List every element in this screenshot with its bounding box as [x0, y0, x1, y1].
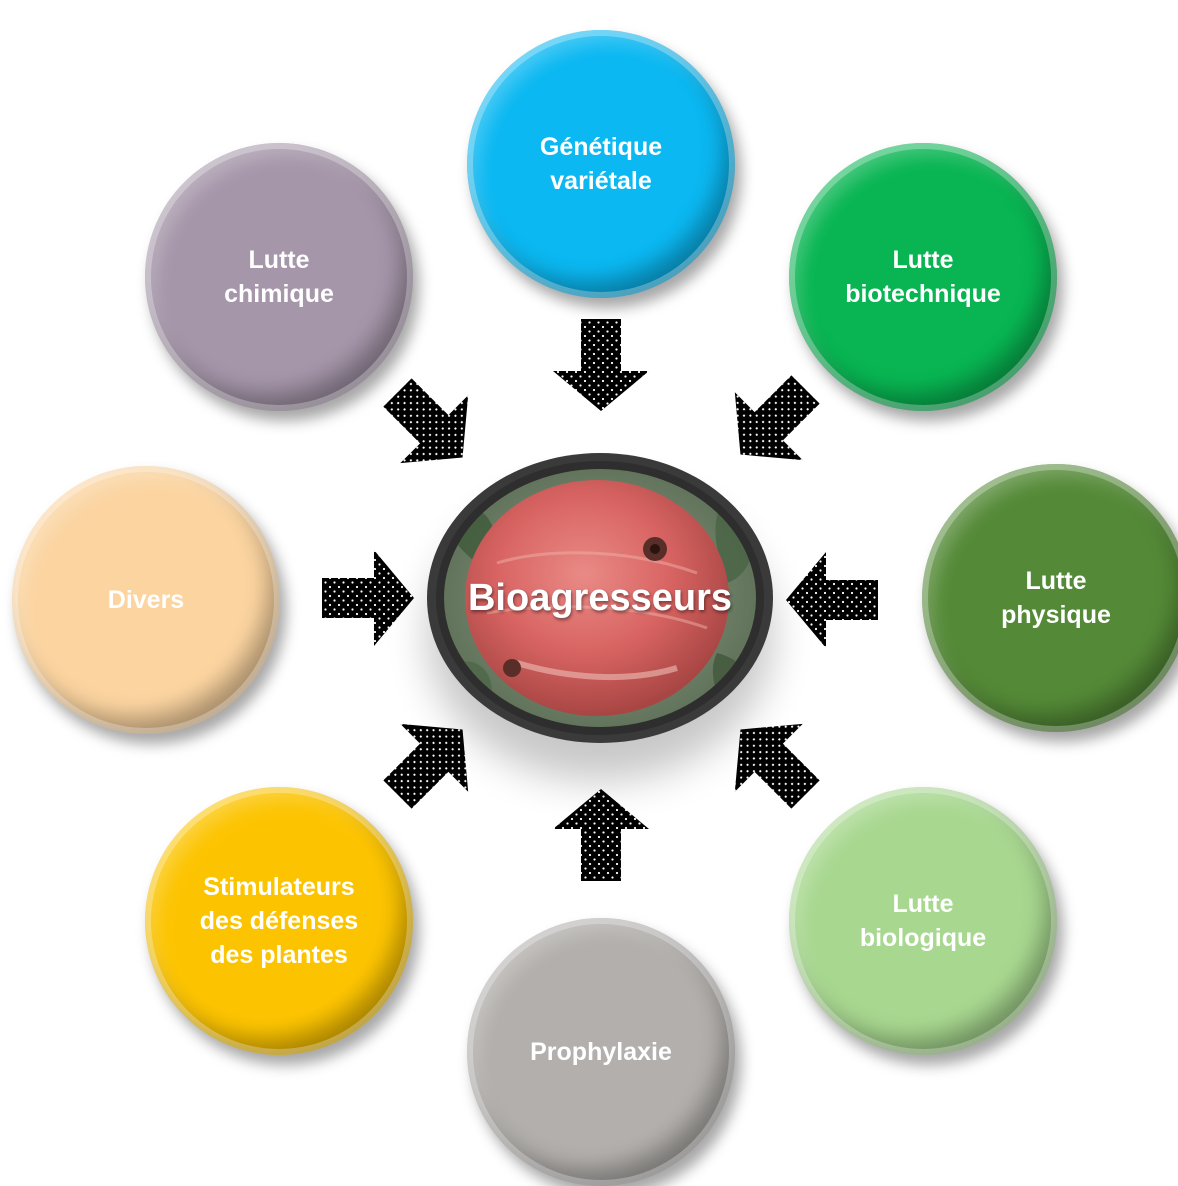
arrow-8	[383, 378, 469, 464]
arrow-3	[786, 552, 878, 648]
arrow-4	[734, 723, 820, 809]
node-label: Divers	[107, 586, 185, 614]
apple-picture	[436, 461, 764, 735]
node-label: Stimulateurs des défenses des plantes	[199, 873, 359, 969]
center-apple-image: Bioagresseurs	[427, 453, 773, 743]
node-genetique-variétale: Génétique variétale	[467, 30, 735, 298]
node-label: Prophylaxie	[530, 1038, 672, 1066]
node-divers: Divers	[12, 466, 280, 734]
node-lutte-chimique: Lutte chimique	[145, 143, 413, 411]
node-label: Lutte physique	[1001, 567, 1111, 629]
arrow-7	[322, 550, 414, 646]
node-stimulateurs: Stimulateurs des défenses des plantes	[145, 787, 413, 1055]
node-label: Lutte biologique	[859, 890, 987, 952]
arrow-1	[553, 319, 649, 411]
node-label: Lutte chimique	[224, 246, 334, 308]
node-lutte-biotechnique: Lutte biotechnique	[789, 143, 1057, 411]
arrow-5	[553, 789, 649, 881]
node-lutte-physique: Lutte physique	[922, 464, 1178, 732]
center-label: Bioagresseurs	[467, 576, 732, 619]
node-prophylaxie: Prophylaxie	[467, 918, 735, 1186]
node-label: Génétique variétale	[539, 133, 663, 195]
arrow-2	[734, 375, 820, 461]
arrow-6	[383, 723, 469, 809]
node-lutte-biologique: Lutte biologique	[789, 787, 1057, 1055]
node-label: Lutte biotechnique	[845, 246, 1001, 308]
